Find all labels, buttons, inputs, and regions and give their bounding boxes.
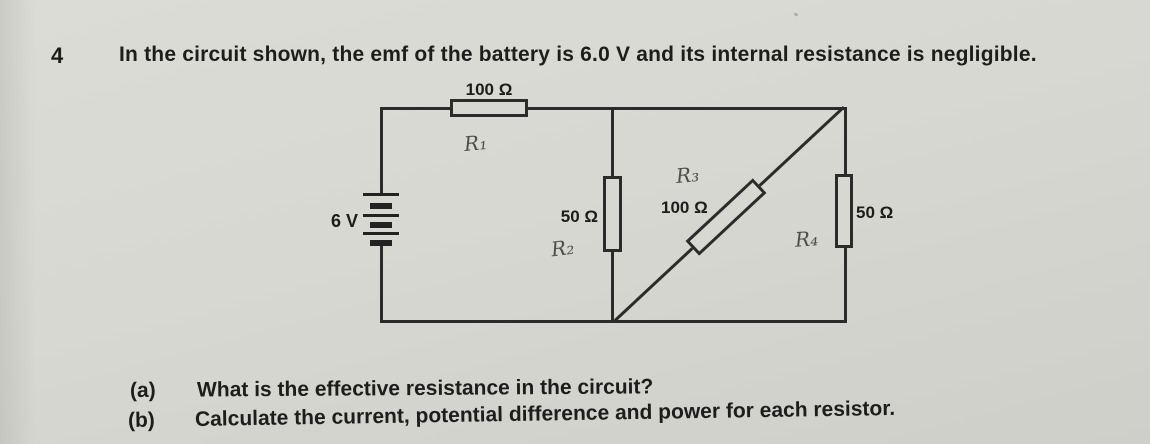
r2-value-label: 50 Ω xyxy=(560,207,598,226)
battery-plate-long xyxy=(363,193,399,196)
subquestion-a-label: (a) xyxy=(129,378,156,402)
resistor-r1-box xyxy=(450,99,528,117)
subquestion-a-text: What is the effective resistance in the … xyxy=(196,375,654,402)
subquestion-b-text: Calculate the current, potential differe… xyxy=(194,396,896,431)
battery-plate-short xyxy=(370,240,392,246)
question-text: In the circuit shown, the emf of the bat… xyxy=(119,43,1037,66)
question-number: 4 xyxy=(51,43,64,68)
battery-voltage-label: 6 V xyxy=(330,211,358,231)
paper-speck xyxy=(793,12,799,17)
wire-left-upper xyxy=(380,107,383,194)
subquestion-b: (b) Calculate the current, potential diff… xyxy=(128,397,895,433)
r3-name-handwritten: R₃ xyxy=(674,162,701,188)
wire-left-lower xyxy=(380,246,383,323)
scan-edge-shadow xyxy=(0,0,36,444)
r1-value-label: 100 Ω xyxy=(465,80,513,99)
battery-plate-short xyxy=(370,222,392,228)
battery-plate-short xyxy=(370,203,392,209)
battery-plate-long xyxy=(363,214,399,217)
battery-plate-long xyxy=(363,232,399,235)
resistor-r4-box xyxy=(835,174,853,248)
r3-value-label: 100 Ω xyxy=(661,198,708,217)
subquestion-b-label: (b) xyxy=(127,408,155,432)
r4-value-label: 50 Ω xyxy=(856,203,894,222)
subquestion-a: (a) What is the effective resistance in t… xyxy=(130,375,653,403)
r4-name-handwritten: R₄ xyxy=(794,226,819,252)
r2-name-handwritten: R₂ xyxy=(549,234,576,262)
resistor-r2-box xyxy=(603,176,622,252)
r1-name-handwritten: R₁ xyxy=(462,130,489,156)
